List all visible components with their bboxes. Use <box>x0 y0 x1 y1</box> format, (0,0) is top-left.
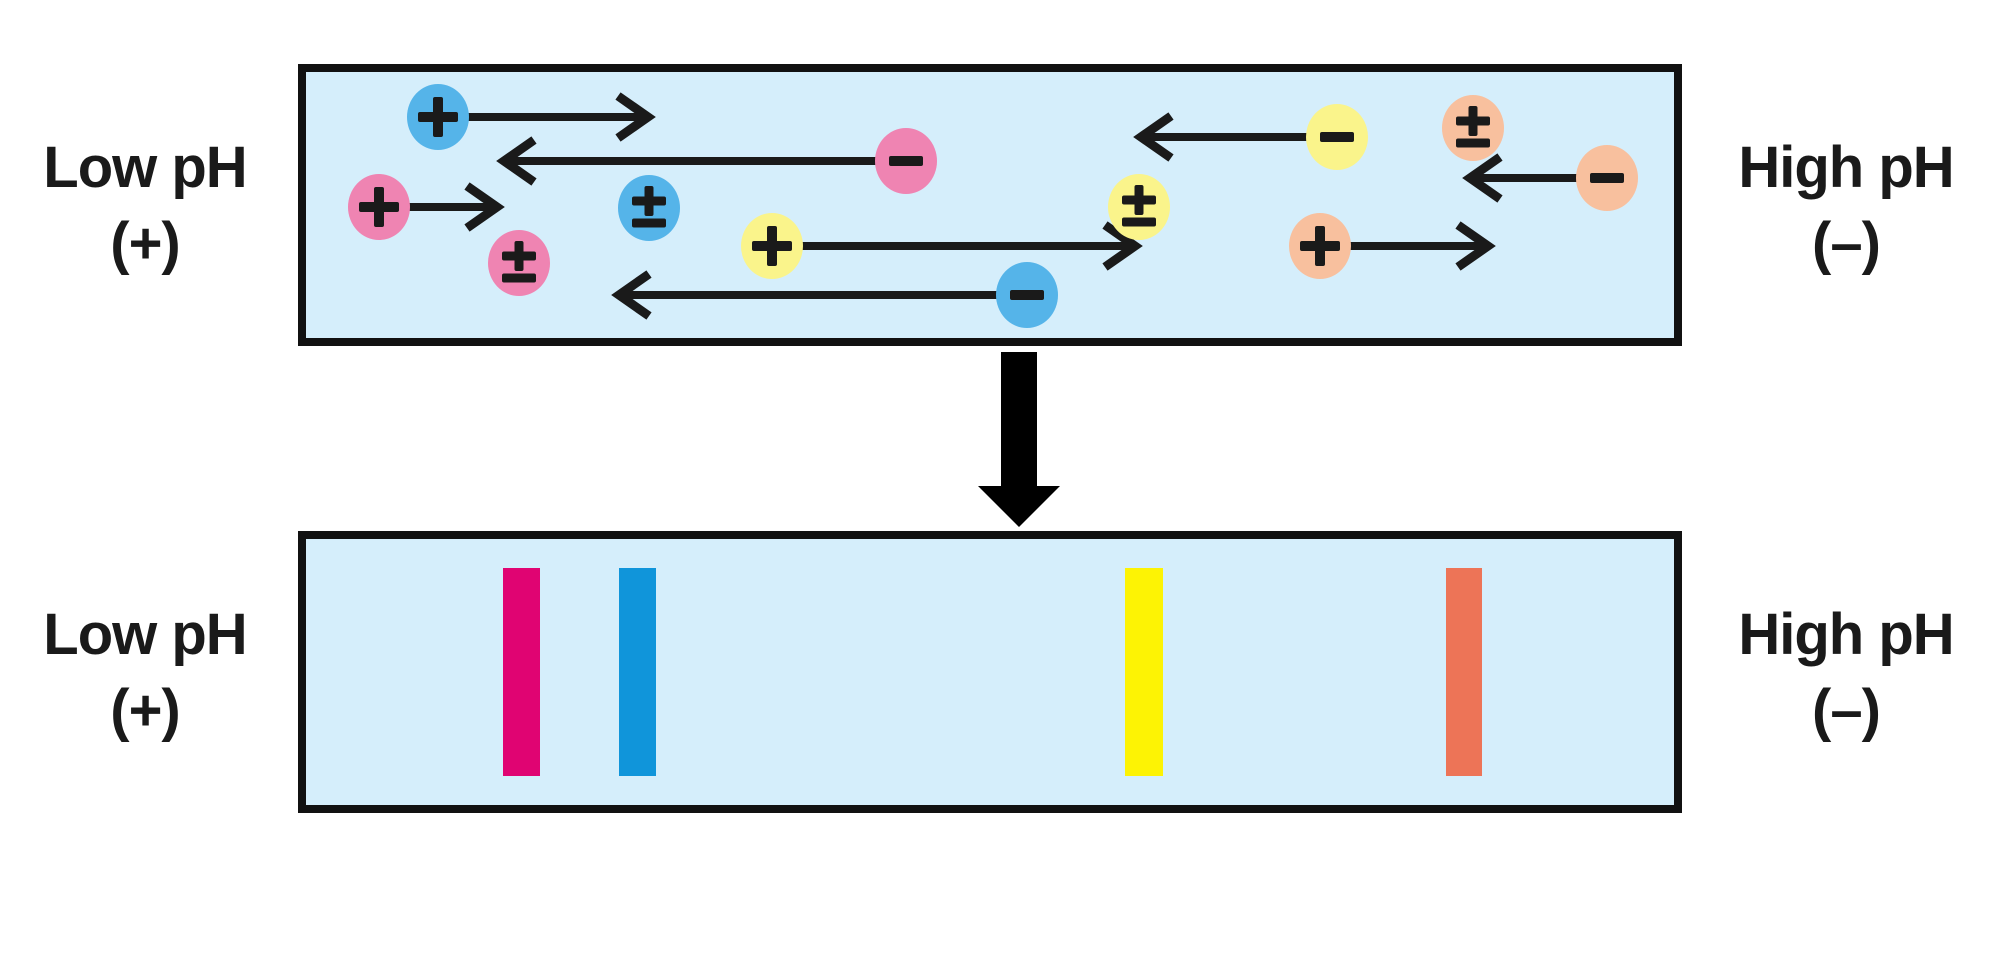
anode-sign: (+) <box>110 211 181 276</box>
low-ph-text: Low pH <box>43 602 247 667</box>
label-high-ph-top: High pH (–) <box>1696 130 1996 282</box>
high-ph-text: High pH <box>1738 602 1954 667</box>
label-high-ph-bottom: High pH (–) <box>1696 597 1996 749</box>
anode-sign: (+) <box>110 678 181 743</box>
low-ph-text: Low pH <box>43 135 247 200</box>
gel-strip-before-focusing <box>298 64 1682 346</box>
cathode-sign: (–) <box>1812 211 1881 276</box>
high-ph-text: High pH <box>1738 135 1954 200</box>
gel-strip-after-focusing <box>298 531 1682 813</box>
label-low-ph-bottom: Low pH (+) <box>0 597 295 749</box>
transfer-down-arrow-icon <box>978 352 1060 527</box>
label-low-ph-top: Low pH (+) <box>0 130 295 282</box>
cathode-sign: (–) <box>1812 678 1881 743</box>
